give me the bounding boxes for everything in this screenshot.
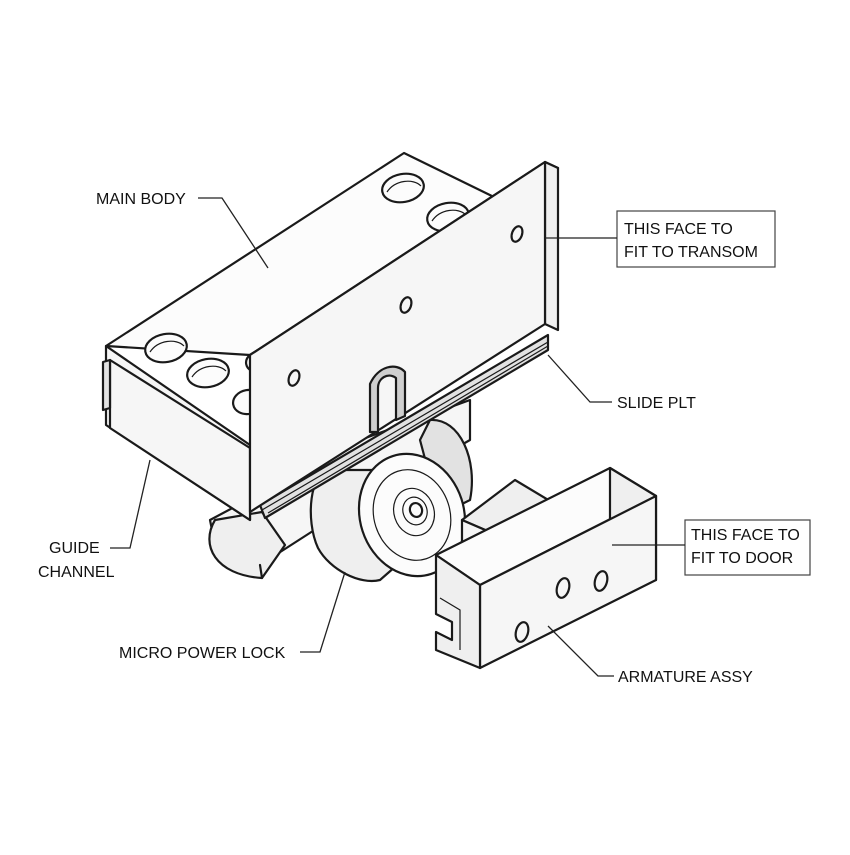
callouts — [110, 197, 811, 677]
label-armature-assy: ARMATURE ASSY — [618, 669, 753, 686]
transom-label-box — [616, 210, 776, 268]
label-transom-line2: FIT TO TRANSOM — [624, 244, 758, 261]
slide-plate — [258, 333, 550, 520]
door-label-box — [684, 519, 811, 576]
main-body — [101, 151, 498, 522]
label-guide-line2: CHANNEL — [38, 564, 115, 581]
label-main-body: MAIN BODY — [96, 191, 186, 208]
label-transom-line1: THIS FACE TO — [624, 221, 733, 238]
label-door-line2: FIT TO DOOR — [691, 550, 793, 567]
label-guide-line1: GUIDE — [49, 540, 100, 557]
micro-power-lock — [208, 398, 473, 583]
label-micro-power-lock: MICRO POWER LOCK — [119, 645, 286, 662]
armature-assy — [434, 466, 658, 670]
label-door-line1: THIS FACE TO — [691, 527, 800, 544]
label-slide-plt: SLIDE PLT — [617, 395, 696, 412]
transom-plate — [248, 160, 560, 514]
